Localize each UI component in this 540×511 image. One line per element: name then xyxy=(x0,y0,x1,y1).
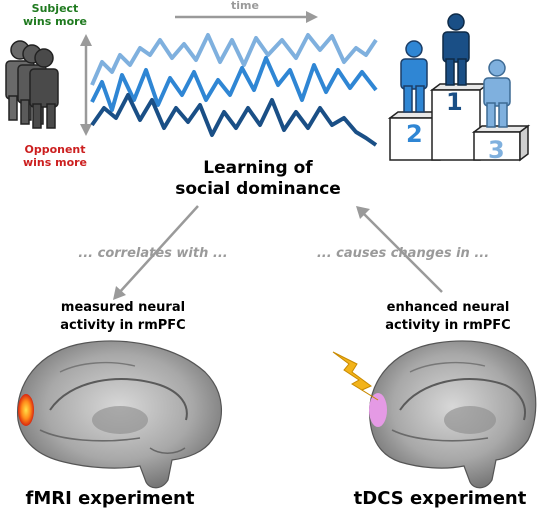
subject-label-line2: wins more xyxy=(23,15,87,28)
tdcs-experiment-label: tDCS experiment xyxy=(354,488,527,509)
tdcs-stimulation-pad xyxy=(369,393,387,427)
learning-curves xyxy=(90,33,378,147)
people-group-icon xyxy=(5,40,59,129)
fmri-experiment-label: fMRI experiment xyxy=(26,488,195,509)
enhanced-label-line2: activity in rmPFC xyxy=(385,318,510,333)
time-label: time xyxy=(231,0,259,12)
causes-label: ... causes changes in ... xyxy=(317,246,489,261)
podium-rank-3: 3 xyxy=(488,136,505,164)
brain-tdcs-icon xyxy=(368,340,537,489)
opponent-label-line2: wins more xyxy=(23,156,87,169)
brain-fmri-icon xyxy=(16,340,223,489)
curve-light xyxy=(90,33,378,86)
podium-rank-2: 2 xyxy=(406,120,423,148)
podium-rank-1: 1 xyxy=(446,88,463,116)
vertical-double-arrow xyxy=(80,34,92,136)
learning-title-line2: social dominance xyxy=(175,179,341,199)
lightning-icon xyxy=(332,351,379,401)
person-second-icon xyxy=(400,40,428,113)
correlates-label: ... correlates with ... xyxy=(78,246,227,261)
measured-label-line1: measured neural xyxy=(61,300,185,315)
enhanced-label-line1: enhanced neural xyxy=(387,300,510,315)
time-arrow xyxy=(175,11,318,23)
arrow-correlates xyxy=(113,205,199,300)
podium-icon: 2 1 3 xyxy=(387,13,531,164)
opponent-label-line1: Opponent xyxy=(24,143,85,156)
arrow-causes xyxy=(356,206,443,293)
subject-label-line1: Subject xyxy=(32,2,79,15)
fmri-activation-blob xyxy=(18,394,34,426)
person-first-icon xyxy=(442,13,470,86)
learning-title-line1: Learning of xyxy=(203,158,313,178)
person-third-icon xyxy=(483,59,511,128)
measured-label-line2: activity in rmPFC xyxy=(60,318,185,333)
curve-mid xyxy=(90,56,378,112)
curve-dark xyxy=(90,93,378,147)
